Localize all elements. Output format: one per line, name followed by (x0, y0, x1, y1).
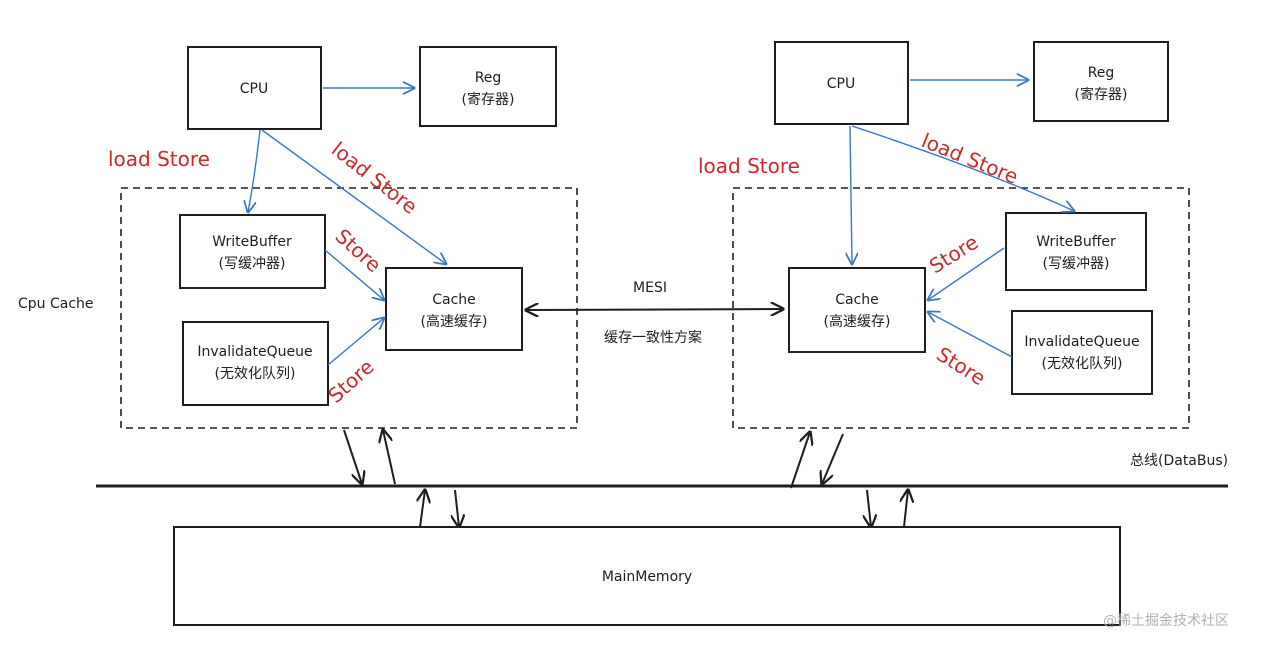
left-cpu-label: CPU (240, 81, 268, 97)
right-bus-to-cache-arrow (790, 432, 810, 489)
left-reg-label: Reg (475, 70, 502, 86)
left-write-buffer-sublabel: (写缓冲器) (219, 256, 286, 272)
left-load-store-label-2: load Store (327, 137, 422, 219)
right-write-buffer-box: WriteBuffer (写缓冲器) (1005, 212, 1147, 291)
left-write-buffer-box: WriteBuffer (写缓冲器) (179, 214, 326, 289)
right-cache-sublabel: (高速缓存) (824, 313, 891, 330)
right-invalidate-queue-label: InvalidateQueue (1024, 334, 1139, 350)
mesi-title: MESI (633, 280, 667, 296)
right-writebuffer-to-cache-arrow (928, 247, 1005, 300)
mesi-double-arrow (526, 309, 783, 310)
left-load-store-label-1: load Store (108, 147, 210, 171)
left-cache-box: Cache (高速缓存) (385, 267, 523, 351)
left-cache-to-bus-arrow (343, 429, 362, 484)
right-store-label-1: Store (925, 230, 983, 278)
right-cache-box: Cache (高速缓存) (788, 267, 926, 353)
right-cpu-box: CPU (774, 41, 909, 125)
right-load-store-label-2: load Store (918, 128, 1022, 188)
left-invalidate-queue-label: InvalidateQueue (197, 344, 312, 360)
right-write-buffer-sublabel: (写缓冲器) (1043, 256, 1110, 272)
right-processor-group: CPU Reg (寄存器) Cache (高速缓存) WriteBuffer (… (698, 41, 1190, 528)
left-reg-box: Reg (寄存器) (419, 46, 557, 127)
mesi-link: MESI 缓存一致性方案 (526, 280, 783, 346)
left-store-label-1: Store (331, 224, 386, 277)
right-load-store-label-1: load Store (698, 154, 800, 178)
left-reg-sublabel: (寄存器) (462, 91, 515, 108)
left-cpu-box: CPU (187, 46, 322, 130)
left-invalidate-queue-sublabel: (无效化队列) (215, 366, 296, 382)
left-memory-to-bus-arrow (420, 490, 425, 528)
watermark-text: @稀土掘金技术社区 (1103, 613, 1229, 629)
left-invalidatequeue-to-cache-arrow (327, 318, 384, 366)
left-write-buffer-label: WriteBuffer (212, 234, 292, 250)
left-cpu-to-cache-arrow (261, 129, 446, 264)
right-reg-box: Reg (寄存器) (1033, 41, 1169, 122)
left-writebuffer-to-cache-arrow (324, 249, 384, 300)
right-bus-to-memory-arrow (867, 489, 871, 527)
left-bus-to-memory-arrow (455, 489, 459, 527)
right-invalidate-queue-sublabel: (无效化队列) (1042, 356, 1123, 372)
left-cache-sublabel: (高速缓存) (421, 313, 488, 330)
left-bus-to-cache-arrow (383, 430, 396, 485)
right-reg-sublabel: (寄存器) (1075, 86, 1128, 103)
right-invalidate-queue-box: InvalidateQueue (无效化队列) (1011, 310, 1153, 395)
data-bus-label: 总线(DataBus) (1130, 453, 1228, 469)
right-write-buffer-label: WriteBuffer (1036, 234, 1116, 250)
left-cpu-to-writebuffer-arrow (248, 129, 261, 212)
right-store-label-2: Store (932, 342, 990, 390)
right-cache-to-bus-arrow (822, 433, 844, 484)
mesi-subtitle: 缓存一致性方案 (604, 329, 702, 346)
right-reg-label: Reg (1088, 65, 1115, 81)
right-cache-label: Cache (835, 292, 879, 308)
right-cpu-to-cache-arrow (850, 125, 852, 264)
right-cpu-label: CPU (827, 76, 855, 92)
left-cache-label: Cache (432, 292, 476, 308)
cpu-cache-label: Cpu Cache (18, 296, 94, 312)
main-memory-label: MainMemory (602, 569, 692, 585)
right-memory-to-bus-arrow (904, 490, 908, 528)
main-memory-box: MainMemory (173, 526, 1121, 626)
right-invalidatequeue-to-cache-arrow (928, 312, 1013, 358)
left-processor-group: CPU Reg (寄存器) Cpu Cache WriteBuffer (写缓冲… (18, 46, 578, 528)
left-invalidate-queue-box: InvalidateQueue (无效化队列) (182, 321, 329, 406)
right-cpu-to-writebuffer-arrow (851, 125, 1074, 211)
